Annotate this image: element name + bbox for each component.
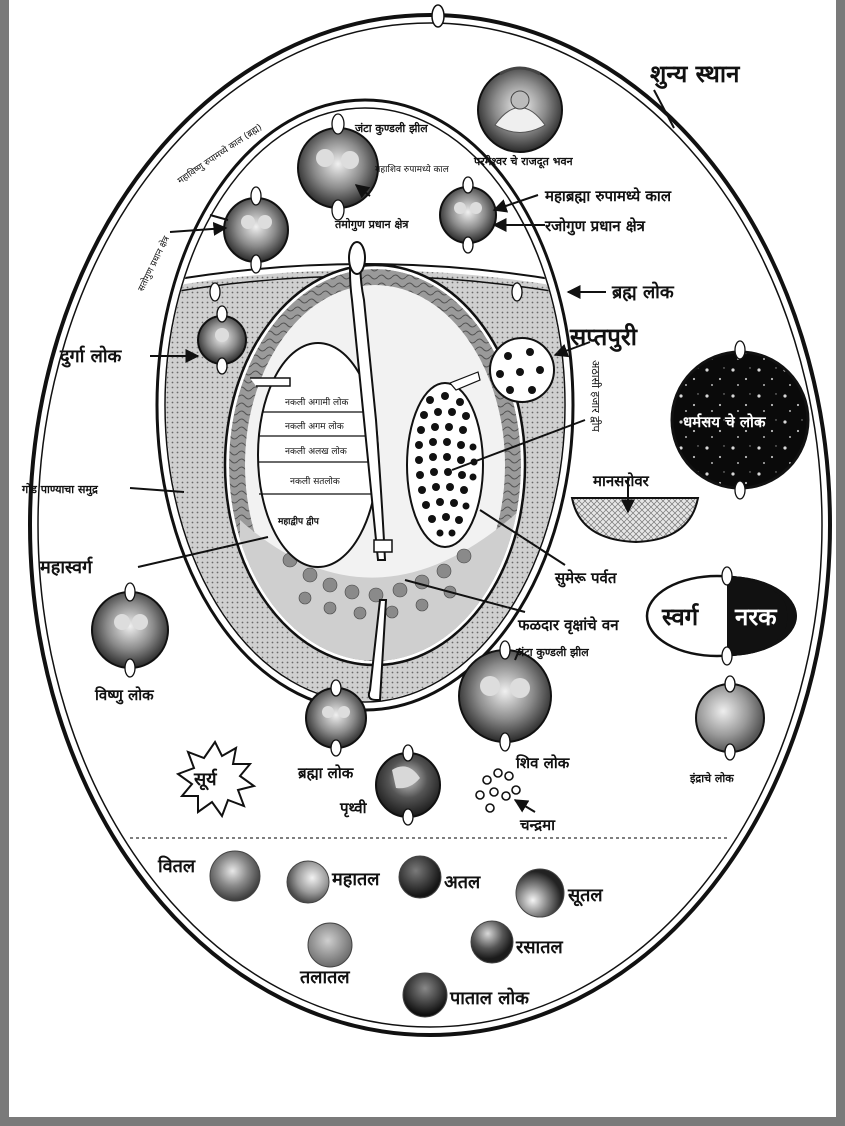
shiv-lok-label: शिव लोक bbox=[515, 754, 571, 772]
athasi-hajar-label: अठासी हजार द्वीप bbox=[589, 360, 602, 432]
mansarovar-label: मानसरोवर bbox=[592, 472, 650, 490]
sea-label: गोड पाण्याचा समुद्र bbox=[21, 482, 99, 497]
phaldar-van-label: फळदार वृक्षांचे वन bbox=[517, 616, 619, 635]
vital-sphere bbox=[210, 851, 260, 901]
mahatal-label: महातल bbox=[331, 869, 380, 890]
mahashiv-label: महाशिव रुपामध्ये काल bbox=[375, 163, 450, 175]
atal-sphere bbox=[399, 856, 441, 898]
vishnu-lok-label: विष्णु लोक bbox=[94, 686, 155, 705]
naqli-agam-label: नकली अगम लोक bbox=[285, 420, 345, 432]
brahma-lok-label: ब्रह्मा लोक bbox=[297, 764, 355, 782]
parmeshwar-label: परमेश्वर चे राजदूत भवन bbox=[473, 154, 574, 169]
talatal-label: तलातल bbox=[299, 967, 350, 988]
talatal-sphere bbox=[308, 923, 352, 967]
swarg-label: स्वर्ग bbox=[661, 603, 700, 631]
naqli-akhami-label: नकली अगामी लोक bbox=[285, 396, 349, 408]
mahatal-sphere bbox=[287, 861, 329, 903]
tamogun-label: तमोगुण प्रधान क्षेत्र bbox=[334, 217, 409, 232]
sumeru-label: सुमेरू पर्वत bbox=[554, 569, 618, 588]
jata-kundali-bottom-label: जंटा कुण्डली झील bbox=[515, 645, 589, 660]
brahm-lok-label: ब्रह्म लोक bbox=[611, 281, 675, 303]
rajogun-label: रजोगुण प्रधान क्षेत्र bbox=[544, 217, 646, 236]
pruthvi-label: पृथ्वी bbox=[339, 799, 368, 818]
parmeshwar-rajdoot-image bbox=[478, 68, 562, 152]
rasatal-label: रसातल bbox=[515, 937, 563, 958]
vital-label: वितल bbox=[157, 855, 196, 877]
chandrama-label: चन्द्रमा bbox=[519, 816, 556, 834]
naqli-alakh-label: नकली अलख लोक bbox=[285, 445, 348, 457]
atal-label: अतल bbox=[444, 872, 481, 893]
saptapuri-label: सप्तपुरी bbox=[569, 323, 638, 352]
88000-dweep-oval bbox=[407, 383, 483, 547]
mahaswarg-label: महास्वर्ग bbox=[39, 556, 93, 578]
sutal-label: सूतल bbox=[567, 885, 603, 907]
top-node bbox=[432, 5, 444, 27]
durga-lok-label: दुर्गा लोक bbox=[59, 345, 122, 368]
indrache-lok-label: इंद्राचे लोक bbox=[689, 771, 734, 785]
mahadweep-label: महाद्वीप द्वीप bbox=[277, 515, 320, 527]
mahabrahma-label: महाब्रह्मा रुपामध्ये काल bbox=[544, 187, 672, 205]
jata-kundali-top-label: जंटा कुण्डली झील bbox=[354, 121, 428, 136]
dharmaray-lok-label: धर्मराय चे लोक bbox=[683, 413, 767, 431]
shunya-sthan-label: शुन्य स्थान bbox=[650, 60, 741, 89]
sutal-sphere bbox=[516, 869, 564, 917]
saptapuri-circle bbox=[490, 338, 554, 402]
patal-sphere bbox=[403, 973, 447, 1017]
patal-lok-label: पाताल लोक bbox=[449, 987, 530, 1009]
rasatal-sphere bbox=[471, 921, 513, 963]
narak-label: नरक bbox=[734, 603, 778, 631]
surya-label: सूर्य bbox=[193, 768, 218, 791]
naqli-satlok-label: नकली सतलोक bbox=[290, 475, 341, 487]
